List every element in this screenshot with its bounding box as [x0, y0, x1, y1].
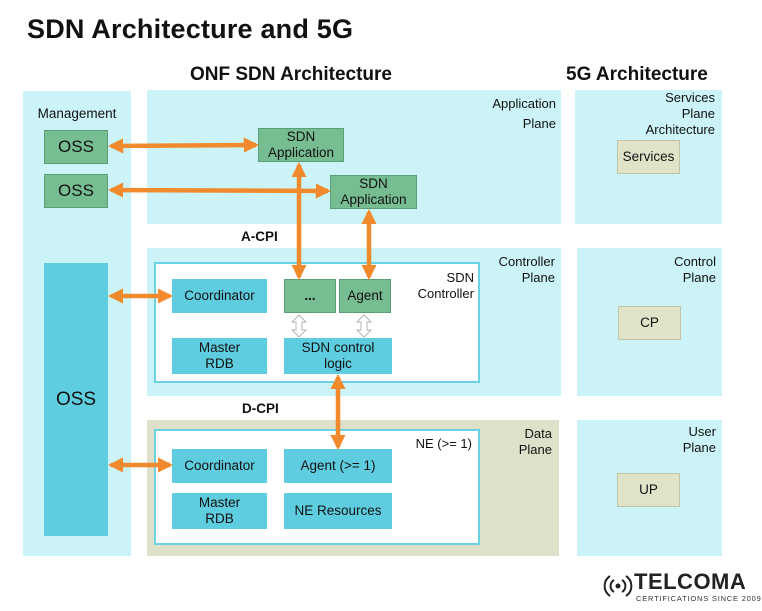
telcoma-logo: TELCOMA CERTIFICATIONS SINCE 2009: [598, 567, 761, 607]
oss-box-large: OSS: [44, 263, 108, 536]
sdn-control-logic-box: SDN control logic: [284, 338, 392, 374]
arrow-oss2-sdn-app2: [107, 182, 332, 199]
data-plane-label-line1: Data: [524, 426, 552, 441]
services-box: Services: [617, 140, 680, 174]
user-plane-label-line1: User: [688, 424, 716, 439]
sdn-application-2-line2: Application: [340, 192, 407, 207]
user-plane-label-line2: Plane: [682, 440, 716, 455]
services-plane-panel: Services Plane Architecture: [575, 90, 722, 224]
controller-master-rdb-line2: RDB: [205, 356, 234, 371]
controller-ellipsis-box: ...: [284, 279, 336, 313]
data-agent-box: Agent (>= 1): [284, 449, 392, 483]
sdn-application-box-2: SDN Application: [330, 175, 417, 209]
controller-plane-label-line2: Plane: [521, 270, 555, 285]
services-plane-label-line2: Plane: [681, 106, 715, 121]
ne-resources-box: NE Resources: [284, 493, 392, 529]
control-plane-label-line2: Plane: [682, 270, 716, 285]
5g-heading: 5G Architecture: [566, 64, 708, 85]
controller-agent-box: Agent: [339, 279, 391, 313]
ne-label: NE (>= 1): [415, 436, 472, 451]
a-cpi-label: A-CPI: [241, 229, 278, 244]
controller-master-rdb-line1: Master: [198, 340, 241, 355]
sdn-controller-label-line2: Controller: [417, 286, 474, 301]
data-master-rdb-box: Master RDB: [172, 493, 267, 529]
application-plane-label-line1: Application: [492, 96, 556, 111]
sdn-control-logic-line2: logic: [324, 356, 352, 371]
data-coordinator-box: Coordinator: [172, 449, 267, 483]
hollow-arrow-agent-logic: [355, 314, 373, 338]
services-plane-label-line3: Architecture: [645, 122, 715, 137]
oss-box-1: OSS: [44, 130, 108, 164]
control-plane-label-line1: Control: [674, 254, 716, 269]
controller-coordinator-box: Coordinator: [172, 279, 267, 313]
logo-tagline: CERTIFICATIONS SINCE 2009: [636, 594, 762, 603]
page-title: SDN Architecture and 5G: [27, 14, 354, 44]
d-cpi-label: D-CPI: [242, 401, 279, 416]
oss-box-2: OSS: [44, 174, 108, 208]
onf-heading: ONF SDN Architecture: [190, 64, 392, 85]
data-plane-label-line2: Plane: [518, 442, 552, 457]
sdn-control-logic-line1: SDN control: [301, 340, 375, 355]
management-label: Management: [37, 106, 117, 121]
control-plane-panel: Control Plane: [577, 248, 722, 396]
hollow-arrow-ellipsis-logic: [290, 314, 308, 338]
data-master-rdb-line1: Master: [198, 495, 241, 510]
controller-plane-label-line1: Controller: [498, 254, 555, 269]
controller-master-rdb-box: Master RDB: [172, 338, 267, 374]
sdn-application-1-line2: Application: [267, 145, 335, 160]
up-box: UP: [617, 473, 680, 507]
data-master-rdb-line2: RDB: [205, 511, 234, 526]
sdn-application-2-line1: SDN: [359, 176, 388, 191]
sdn-application-1-line1: SDN: [286, 129, 316, 144]
arrow-oss1-sdn-app1: [107, 137, 260, 154]
sdn-application-box-1: SDN Application: [258, 128, 344, 162]
cp-box: CP: [618, 306, 681, 340]
services-plane-label-line1: Services: [665, 90, 715, 105]
broadcast-icon: [603, 575, 633, 597]
logo-name: TELCOMA: [634, 569, 747, 594]
application-plane-label-line2: Plane: [522, 116, 556, 131]
sdn-controller-label-line1: SDN: [446, 270, 474, 285]
